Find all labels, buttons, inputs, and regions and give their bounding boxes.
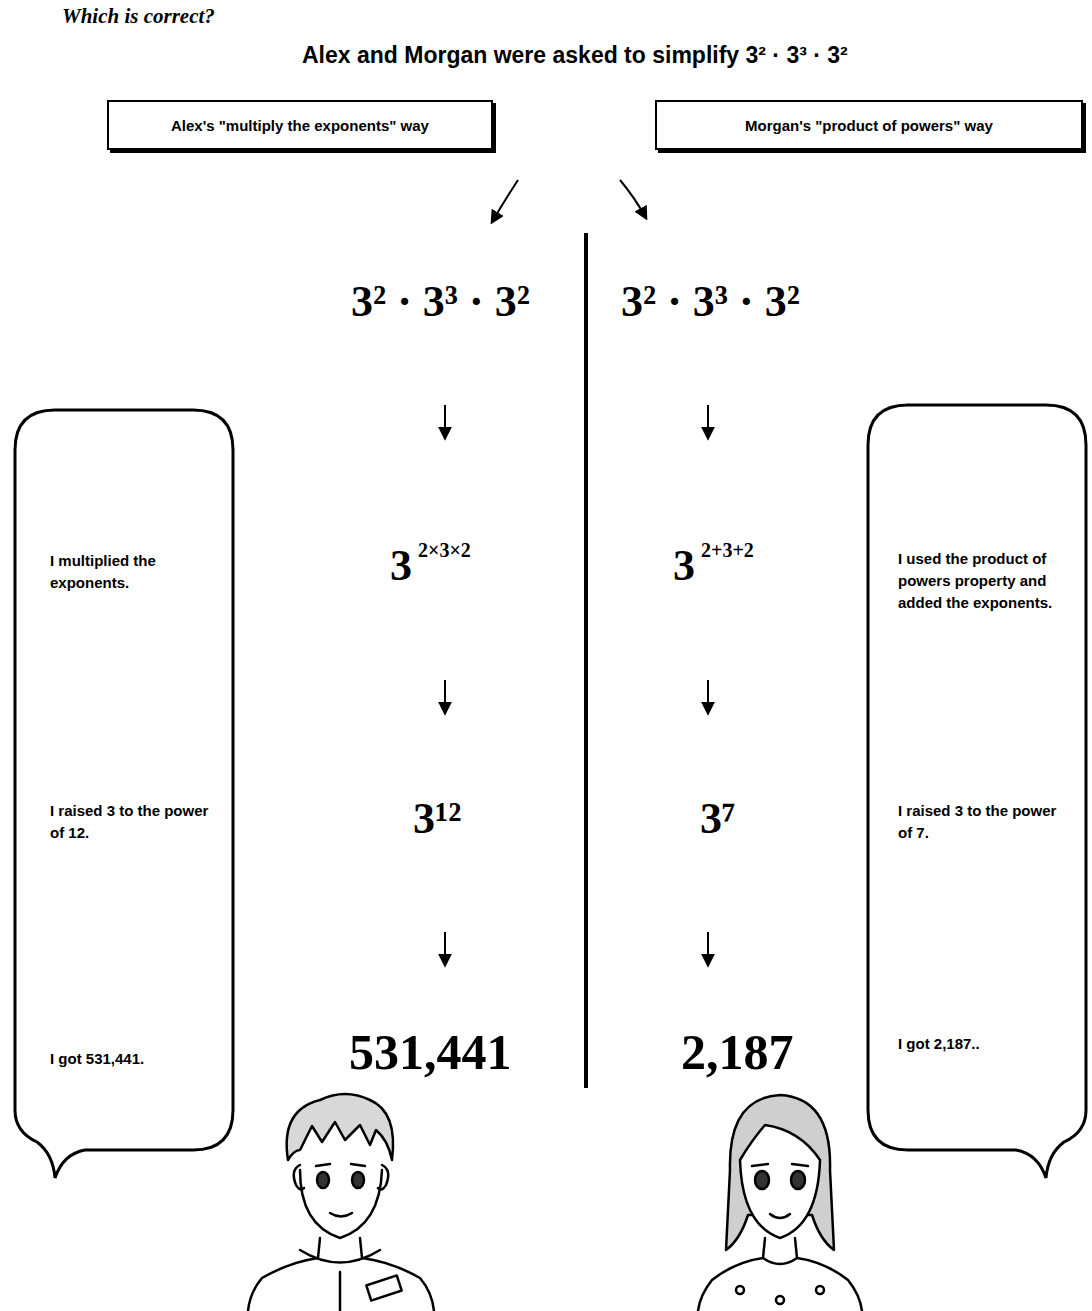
- divider-line: [584, 233, 588, 1088]
- bubble-path: [868, 405, 1086, 1178]
- bubble-text: I got 531,441.: [50, 1048, 215, 1070]
- bubble-text: I raised 3 to the power of 12.: [50, 800, 215, 844]
- down-arrows: [445, 405, 708, 965]
- bubble-outline: [15, 410, 233, 1150]
- speech-bubble: I multiplied the exponents. I raised 3 to…: [15, 410, 233, 1150]
- result: 531,441: [349, 1022, 512, 1082]
- morgan-figure: [698, 1095, 862, 1311]
- base: 3: [390, 540, 412, 593]
- bubble-text: I got 2,187..: [898, 1033, 1068, 1055]
- exponent: 2×3×2: [418, 538, 471, 562]
- bubble-text: I multiplied the exponents.: [50, 550, 215, 594]
- result: 2,187: [681, 1022, 794, 1082]
- bubble-text: I raised 3 to the power of 7.: [898, 800, 1068, 844]
- expression: 3¹²: [413, 793, 461, 846]
- title: Which is correct?: [62, 4, 215, 29]
- method-box: Alex's "multiply the exponents" way: [107, 100, 493, 150]
- box-label: Morgan's "product of powers" way: [745, 117, 993, 134]
- alex-figure: [248, 1094, 434, 1311]
- box-label: Alex's "multiply the exponents" way: [171, 117, 429, 134]
- bubble-text: I used the product of powers property an…: [898, 548, 1068, 613]
- base: 3: [673, 540, 695, 593]
- speech-bubble: I used the product of powers property an…: [868, 405, 1086, 1150]
- curved-arrow: [492, 180, 518, 222]
- expression: 3⁷: [700, 793, 735, 846]
- exponent: 2+3+2: [701, 538, 754, 562]
- problem-statement: Alex and Morgan were asked to simplify 3…: [302, 42, 848, 70]
- expression: 3² · 3³ · 3²: [351, 276, 530, 329]
- method-box: Morgan's "product of powers" way: [655, 100, 1083, 150]
- curved-arrow: [620, 180, 646, 218]
- expression: 3² · 3³ · 3²: [621, 276, 800, 329]
- bubble-path: [15, 410, 233, 1178]
